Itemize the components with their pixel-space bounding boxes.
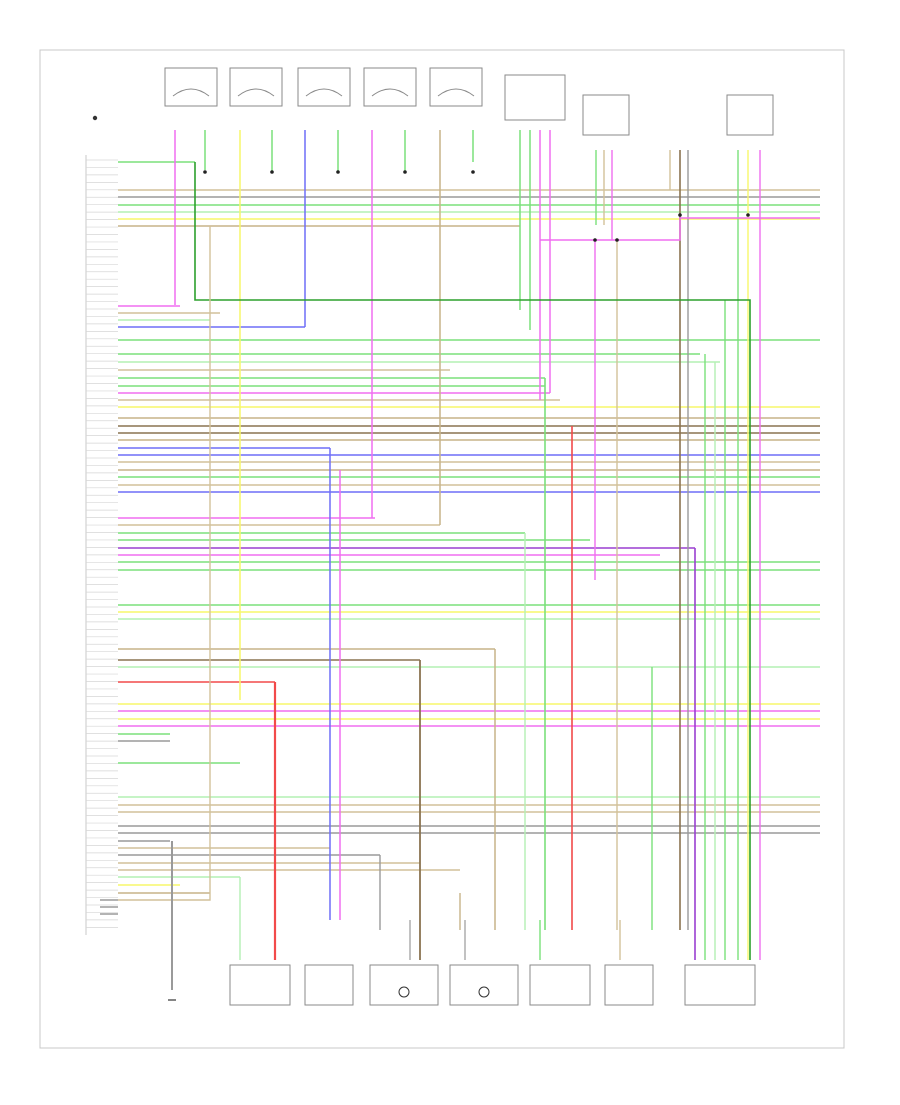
diagram-frame xyxy=(39,49,845,1049)
wire xyxy=(194,162,751,960)
right-sensor-box xyxy=(582,94,630,136)
splice-dot xyxy=(336,170,340,174)
splice-dot xyxy=(746,213,750,217)
bottom-sensor-box xyxy=(684,964,756,1006)
splice-dot xyxy=(270,170,274,174)
splice-dot xyxy=(203,170,207,174)
sensor-symbol xyxy=(237,88,275,97)
splice-dot xyxy=(403,170,407,174)
wires-layer xyxy=(86,130,820,990)
bottom-sensor-box xyxy=(369,964,439,1006)
injector-symbol xyxy=(398,986,410,998)
bottom-sensor-box xyxy=(529,964,591,1006)
sensor-symbol xyxy=(172,88,210,97)
wire xyxy=(118,226,211,901)
wire xyxy=(540,217,820,241)
pressure-sensor-box xyxy=(504,74,566,121)
top-connector-box xyxy=(363,67,417,107)
bottom-sensor-box xyxy=(604,964,654,1006)
splice-dot xyxy=(615,238,619,242)
top-connector-box xyxy=(164,67,218,107)
splice-dot xyxy=(593,238,597,242)
bottom-sensor-box xyxy=(449,964,519,1006)
sensor-symbol xyxy=(371,88,409,97)
bottom-sensor-box xyxy=(229,964,291,1006)
splice-dot xyxy=(678,213,682,217)
bottom-sensor-box xyxy=(304,964,354,1006)
sensor-symbol xyxy=(305,88,343,97)
top-connector-box xyxy=(297,67,351,107)
top-connector-box xyxy=(429,67,483,107)
right-sensor-box xyxy=(726,94,774,136)
module-pin-dot xyxy=(92,115,98,121)
splice-dot xyxy=(471,170,475,174)
components-layer xyxy=(92,67,774,1006)
top-connector-box xyxy=(229,67,283,107)
injector-symbol xyxy=(478,986,490,998)
sensor-symbol xyxy=(437,88,475,97)
